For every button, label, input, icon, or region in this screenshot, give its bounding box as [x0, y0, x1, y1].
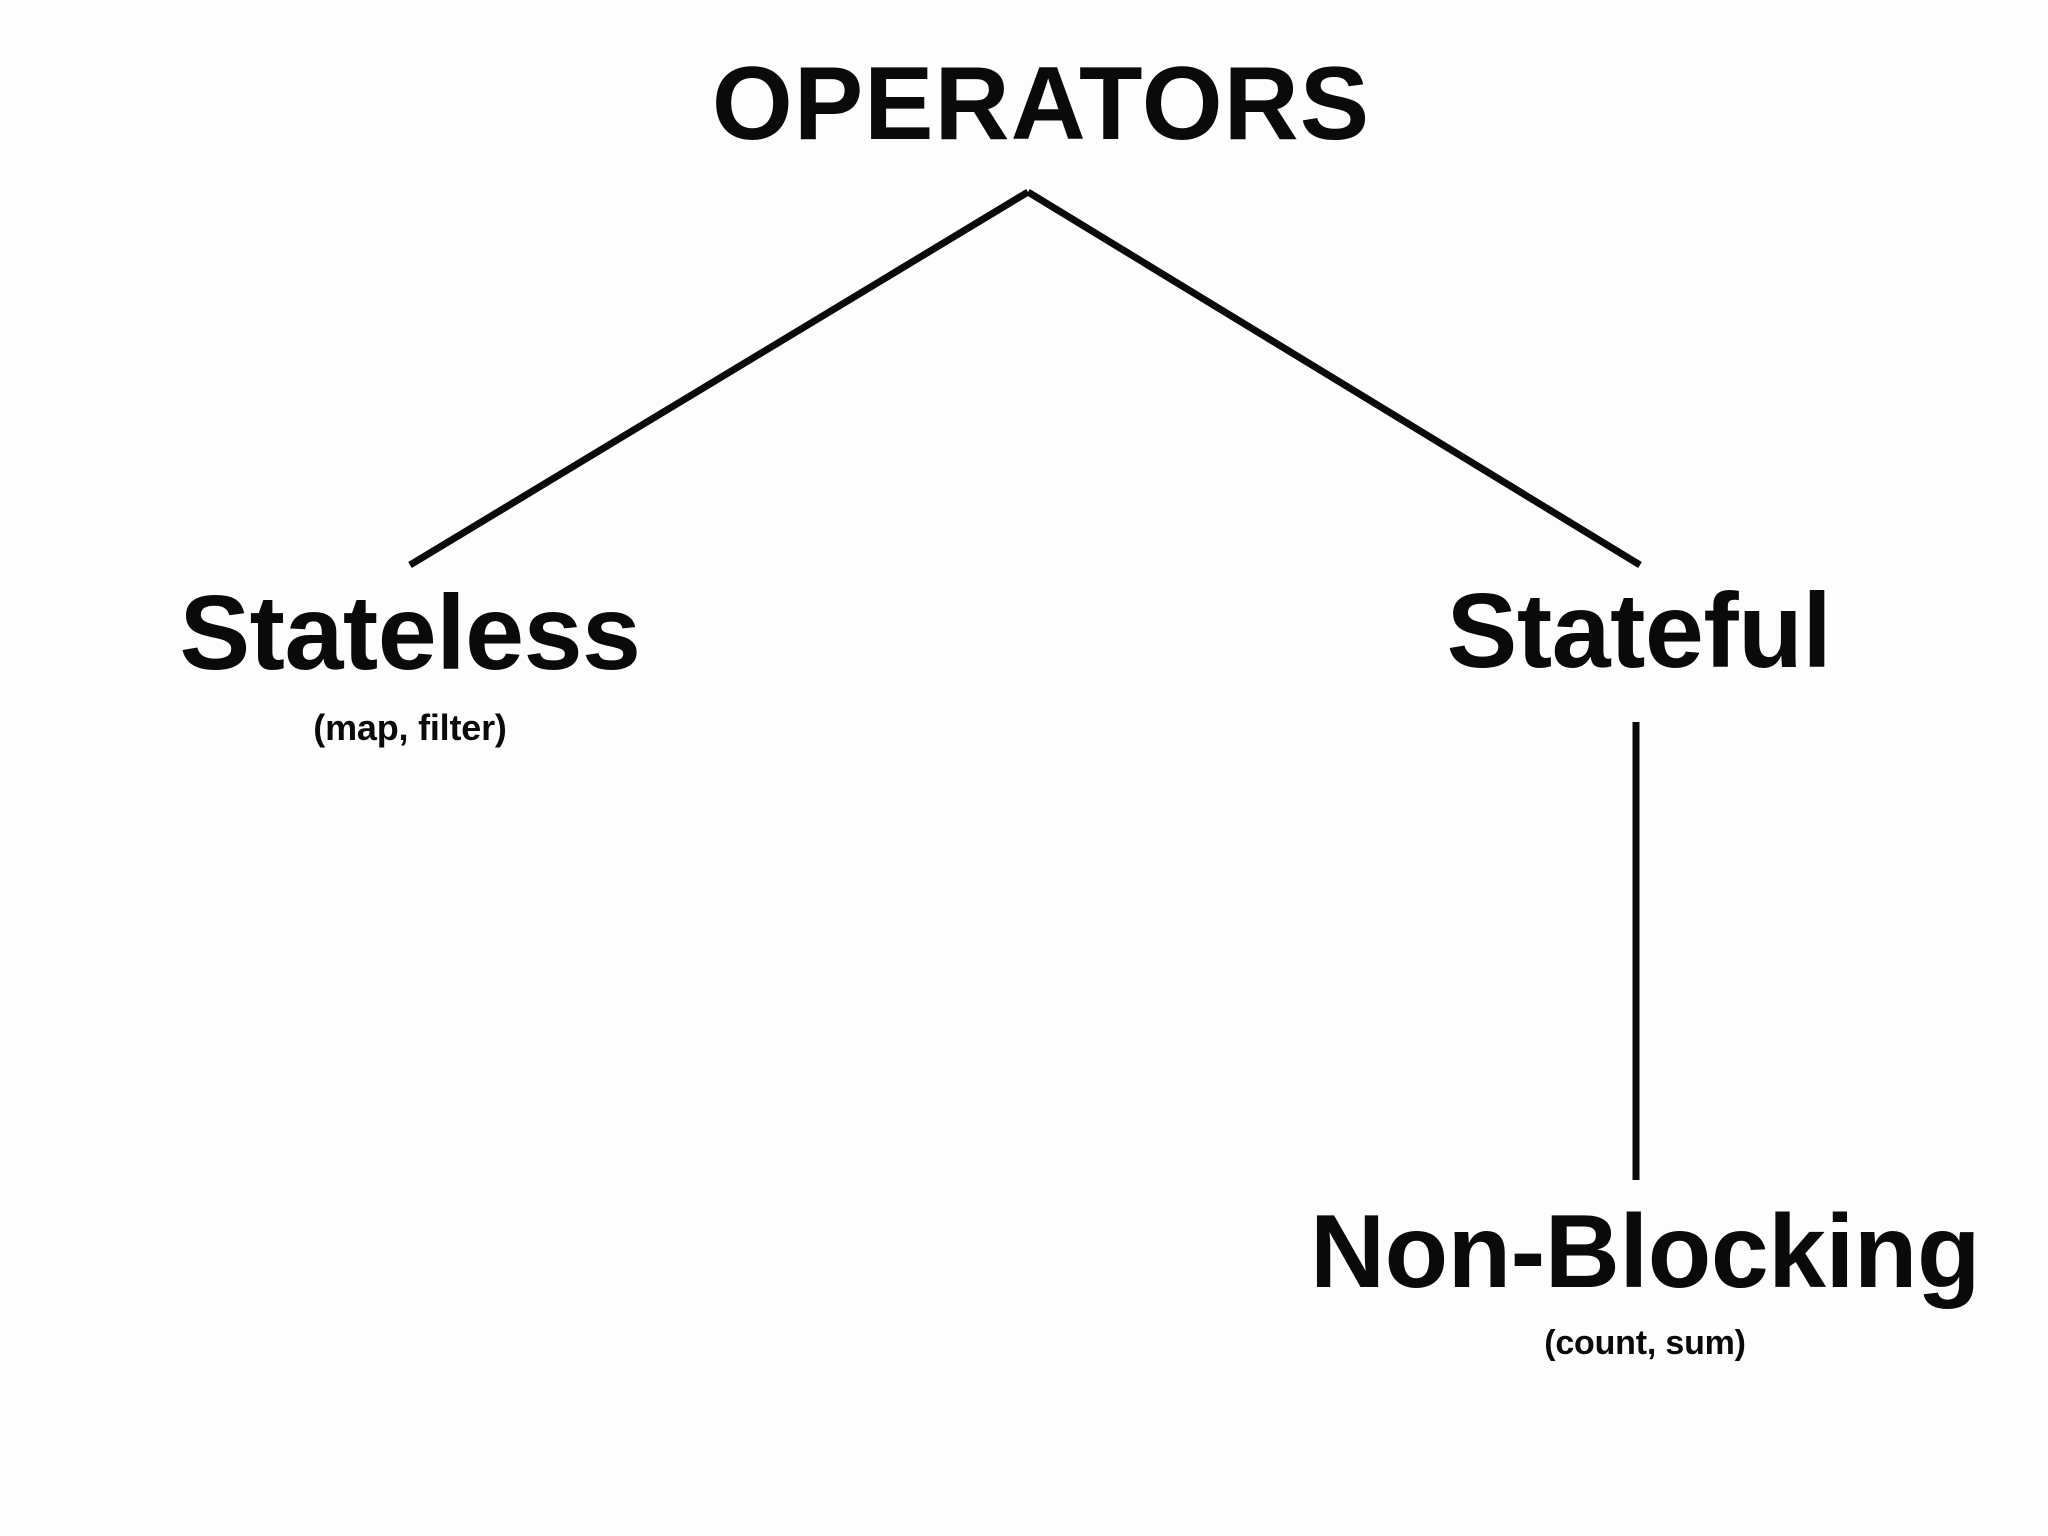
- node-stateless-subtitle: (map, filter): [313, 707, 507, 748]
- node-stateless-label: Stateless: [179, 574, 641, 692]
- node-non-blocking-subtitle: (count, sum): [1544, 1324, 1746, 1362]
- edge-operators-stateless: [408, 189, 1030, 568]
- edge-operators-stateful: [1026, 189, 1642, 568]
- node-operators: OPERATORS: [0, 52, 2048, 156]
- node-non-blocking: Non-Blocking (count, sum): [1245, 1200, 2045, 1360]
- node-stateless: Stateless (map, filter): [0, 580, 820, 746]
- node-operators-label: OPERATORS: [711, 46, 1371, 162]
- node-stateful-label: Stateful: [1446, 572, 1832, 690]
- node-stateful: Stateful: [1230, 578, 2048, 684]
- node-non-blocking-label: Non-Blocking: [1310, 1194, 1980, 1310]
